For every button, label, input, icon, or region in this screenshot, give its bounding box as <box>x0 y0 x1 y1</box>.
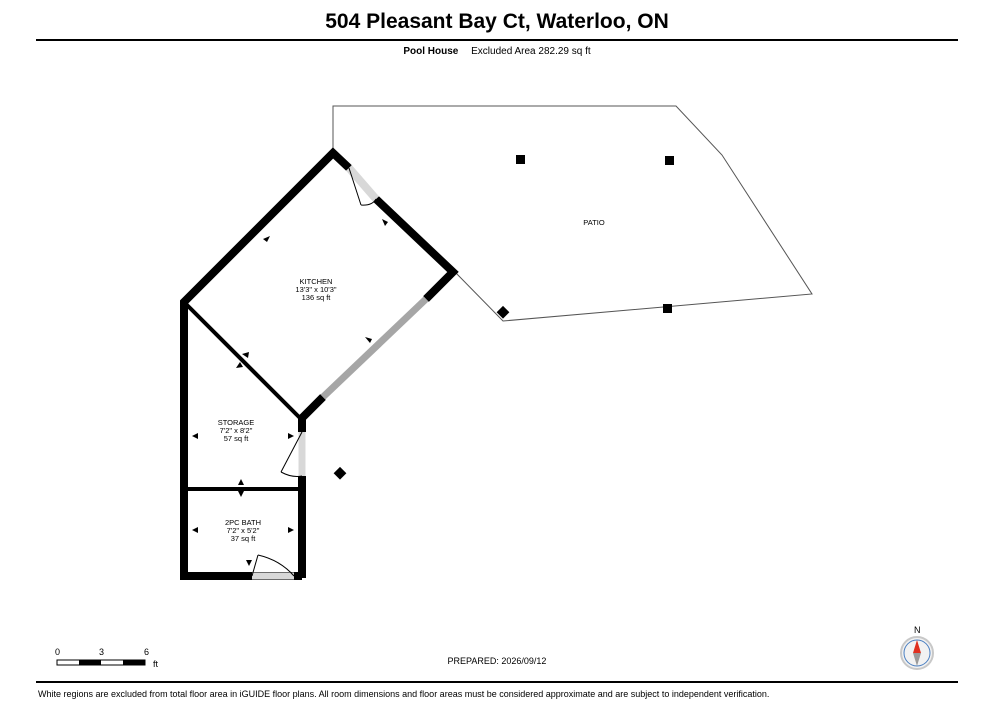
footer-divider <box>36 681 958 683</box>
dimension-markers <box>192 219 388 566</box>
room-area: 37 sq ft <box>231 534 257 543</box>
scale-label-0: 0 <box>55 647 60 657</box>
room-name: 2PC BATH <box>225 518 261 527</box>
exterior-post <box>333 466 347 480</box>
room-dimensions: 13'3" x 10'3" <box>295 285 336 294</box>
room-area: 57 sq ft <box>224 434 250 443</box>
bath-door <box>251 554 295 580</box>
room-kitchen: KITCHEN 13'3" x 10'3" 136 sq ft <box>295 277 336 302</box>
room-dimensions: 7'2" x 5'2" <box>227 526 260 535</box>
patio-post <box>496 305 510 319</box>
prepared-date: PREPARED: 2026/09/12 <box>447 656 547 666</box>
excluded-area: Excluded Area 282.29 sq ft <box>471 46 591 57</box>
patio-post <box>516 155 525 164</box>
patio-post <box>665 156 674 165</box>
patio-label: PATIO <box>583 218 605 227</box>
room-bath: 2PC BATH 7'2" x 5'2" 37 sq ft <box>225 518 261 543</box>
building-name: Pool House <box>403 46 459 57</box>
floor-subtitle: Pool House Excluded Area 282.29 sq ft <box>0 46 994 57</box>
scale-label-6: 6 <box>144 647 149 657</box>
kitchen-window <box>320 296 429 400</box>
patio-post <box>663 304 672 313</box>
page-title: 504 Pleasant Bay Ct, Waterloo, ON <box>325 10 669 33</box>
room-name: KITCHEN <box>300 277 333 286</box>
compass-north-label: N <box>914 625 921 635</box>
disclaimer-text: White regions are excluded from total fl… <box>38 689 770 699</box>
scale-unit: ft <box>153 659 159 669</box>
exterior-walls <box>180 147 459 580</box>
room-area: 136 sq ft <box>302 293 332 302</box>
room-storage: STORAGE 7'2" x 8'2" 57 sq ft <box>218 418 255 443</box>
scale-bar: 0 3 6 ft <box>55 647 159 669</box>
header-divider <box>36 39 958 41</box>
room-dimensions: 7'2" x 8'2" <box>220 426 253 435</box>
compass-icon: N <box>900 625 934 670</box>
patio-outline <box>332 105 813 322</box>
scale-label-3: 3 <box>99 647 104 657</box>
room-name: STORAGE <box>218 418 255 427</box>
storage-door <box>280 431 306 477</box>
interior-walls <box>182 300 304 491</box>
kitchen-door <box>345 165 380 206</box>
